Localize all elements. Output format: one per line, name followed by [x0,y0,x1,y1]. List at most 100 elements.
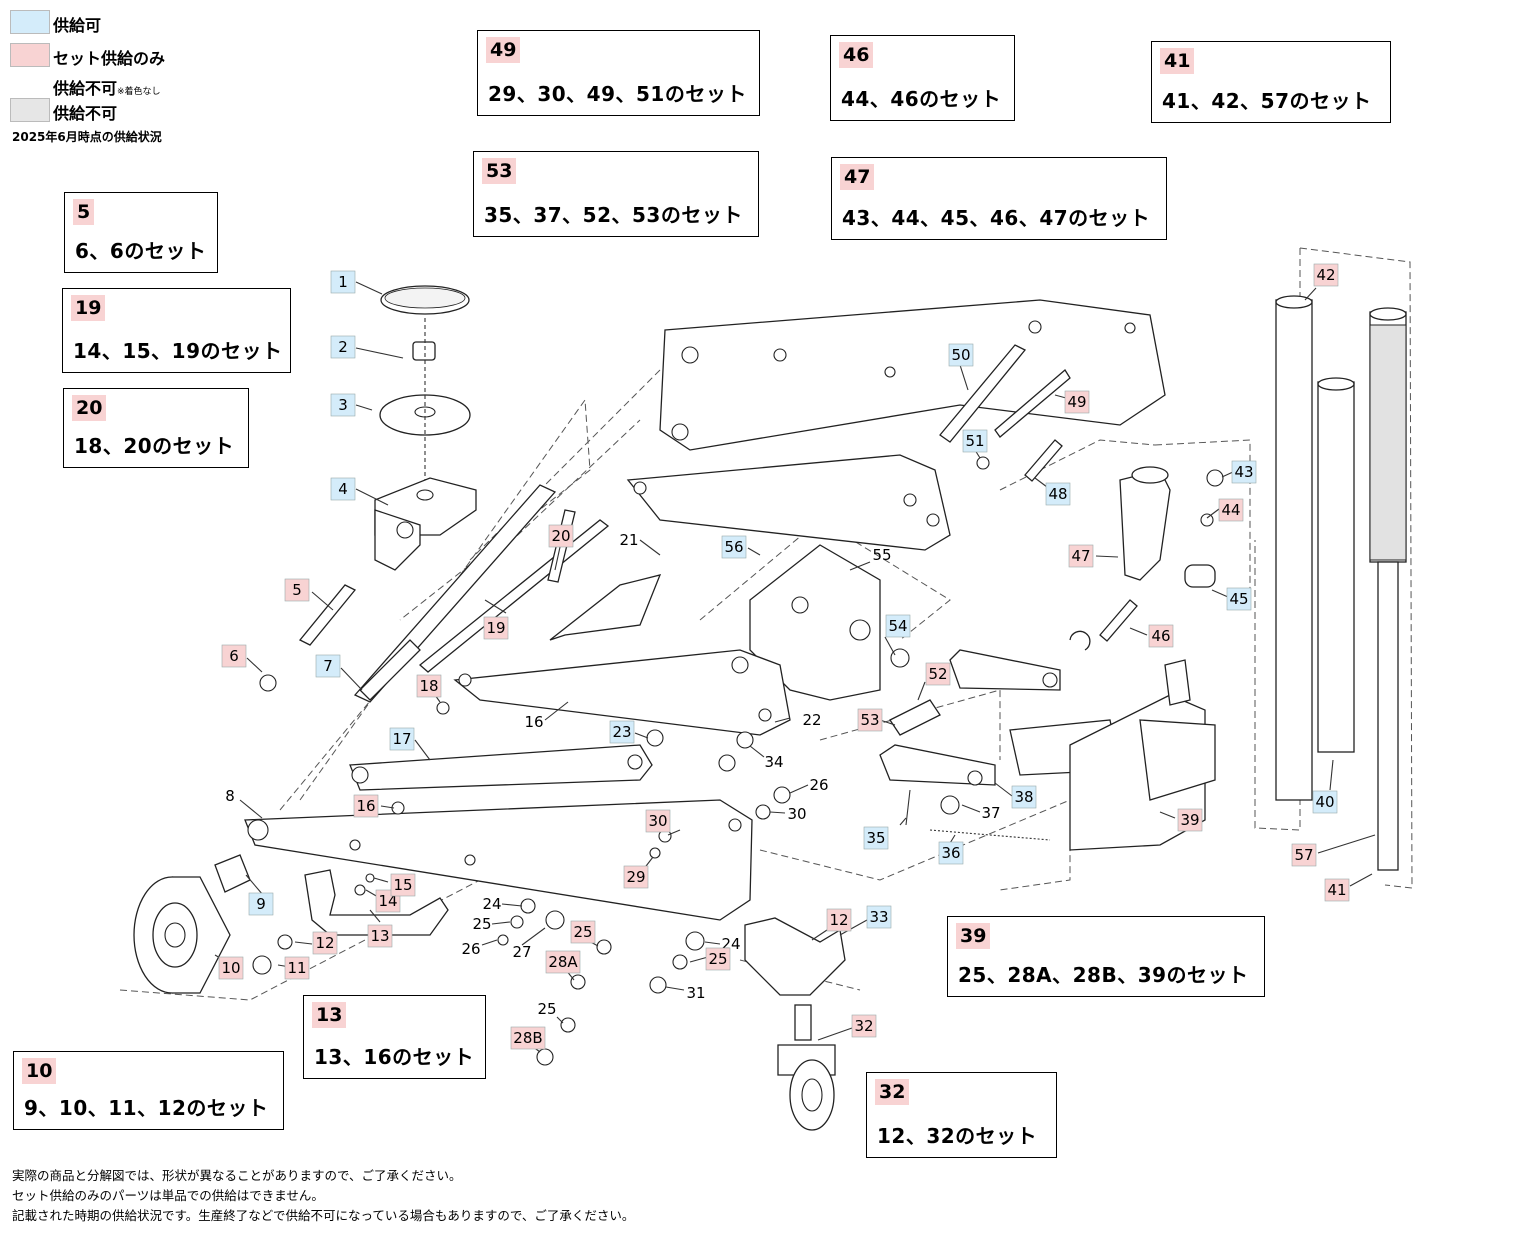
set-box-description: 9、10、11、12のセット [24,1096,269,1120]
part-label-text: 52 [928,665,947,683]
part-label-text: 25 [537,1000,556,1018]
part-label-32: 32 [851,1014,877,1038]
part-label-57: 57 [1291,843,1317,867]
part-label-text: 31 [686,984,705,1002]
part-label-swatch [1312,790,1338,814]
part-label-47: 47 [1068,544,1094,568]
set-box-32: 32 12、32のセット [866,1072,1057,1158]
legend-label-unavailable-text: 供給不可 [53,79,118,98]
part-label-swatch [218,956,244,980]
part-label-24: 24 [482,895,501,913]
set-box-number: 41 [1160,48,1195,74]
part-label-swatch [721,535,747,559]
set-box-47: 47 43、44、45、46、47のセット [831,157,1167,240]
part-label-swatch [330,270,356,294]
part-label-13: 13 [367,924,393,948]
part-label-text: 30 [648,812,667,830]
legend-swatch-unavailable [10,98,50,122]
part-label-37: 37 [981,804,1000,822]
part-label-swatch [623,865,649,889]
part-label-22: 22 [802,711,821,729]
part-label-text: 56 [724,538,743,556]
part-label-text: 26 [461,940,480,958]
set-box-description: 13、16のセット [314,1045,475,1069]
part-label-text: 48 [1048,485,1067,503]
part-label-swatch [1148,624,1174,648]
part-label-1: 1 [330,270,356,294]
part-label-swatch [1231,460,1257,484]
part-label-text: 41 [1327,881,1346,899]
part-label-swatch [510,1026,546,1050]
part-label-swatch [416,674,442,698]
part-label-3: 3 [330,393,356,417]
part-label-43: 43 [1231,460,1257,484]
part-label-28A: 28A [545,950,581,974]
legend-label-unavailable: 供給不可 [53,104,118,123]
part-label-swatch [885,614,911,638]
part-label-text: 12 [315,934,334,952]
part-label-text: 55 [872,546,891,564]
part-label-swatch [1064,390,1090,414]
part-label-11: 11 [284,956,310,980]
part-label-35: 35 [863,826,889,850]
legend-swatch-set-only [10,43,50,67]
part-label-26: 26 [809,776,828,794]
part-label-26: 26 [461,940,480,958]
part-label-swatch [330,335,356,359]
part-label-2: 2 [330,335,356,359]
part-label-text: 38 [1014,788,1033,806]
part-label-text: 39 [1180,811,1199,829]
part-label-swatch [390,873,416,897]
part-label-text: 27 [512,943,531,961]
set-box-46: 46 44、46のセット [830,35,1015,121]
part-label-28B: 28B [510,1026,546,1050]
leader-lines [214,281,1376,1053]
part-label-21: 21 [619,531,638,549]
part-label-text: 1 [338,273,348,291]
set-box-number: 47 [840,164,875,190]
part-label-swatch [330,477,356,501]
set-box-39: 39 25、28A、28B、39のセット [947,916,1265,997]
part-label-text: 7 [323,657,333,675]
part-label-text: 6 [229,647,239,665]
set-box-13: 13 13、16のセット [303,995,486,1079]
part-label-text: 33 [869,908,888,926]
set-box-53: 53 35、37、52、53のセット [473,151,759,237]
part-label-text: 11 [287,959,306,977]
part-label-text: 34 [764,753,783,771]
part-label-swatch [1068,544,1094,568]
set-box-49: 49 29、30、49、51のセット [477,30,760,116]
part-label-45: 45 [1226,587,1252,611]
part-label-16: 16 [524,713,543,731]
part-label-53: 53 [857,708,883,732]
part-label-swatch [857,708,883,732]
part-label-text: 4 [338,480,348,498]
part-label-text: 15 [393,876,412,894]
legend-note: ※着色なし [117,87,161,97]
part-label-6: 6 [221,644,247,668]
part-label-text: 2 [338,338,348,356]
part-label-text: 28A [548,953,578,971]
part-label-41: 41 [1324,878,1350,902]
part-label-9: 9 [248,892,274,916]
part-label-text: 23 [612,723,631,741]
part-label-30: 30 [645,809,671,833]
part-label-36: 36 [938,841,964,865]
part-label-swatch [284,578,310,602]
part-label-25: 25 [705,947,731,971]
legend-date: 2025年6月時点の供給状況 [12,130,162,144]
part-label-38: 38 [1011,785,1037,809]
part-label-swatch [353,794,379,818]
set-box-number: 49 [486,37,521,63]
part-label-swatch [483,616,509,640]
set-box-description: 6、6のセット [75,239,207,263]
part-label-text: 44 [1221,501,1240,519]
part-label-swatch [1226,587,1252,611]
part-label-text: 32 [854,1017,873,1035]
set-box-20: 20 18、20のセット [63,388,249,468]
part-label-text: 29 [626,868,645,886]
part-label-27: 27 [512,943,531,961]
pump-block [879,466,1216,851]
part-label-25: 25 [570,920,596,944]
